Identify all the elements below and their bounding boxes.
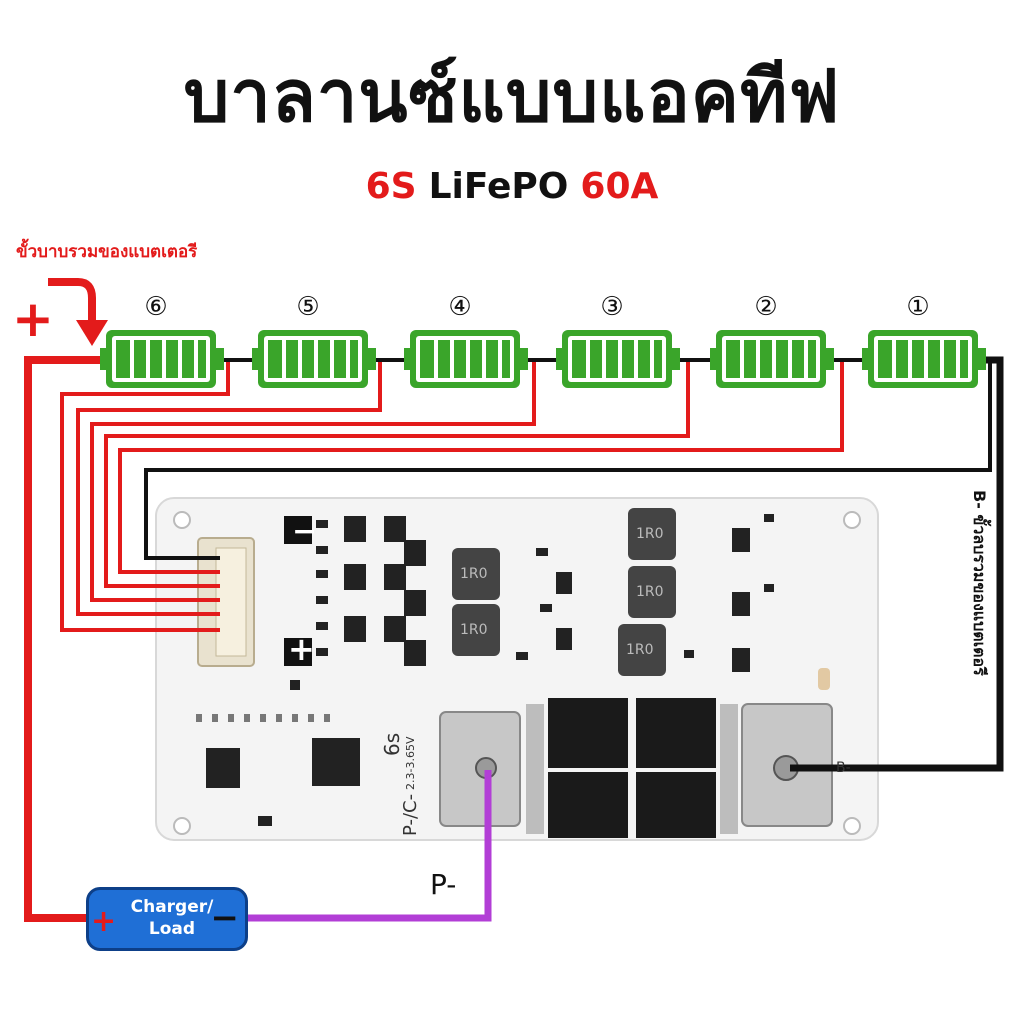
positive-arrow-head	[76, 320, 108, 346]
minus-marking-block	[284, 516, 312, 544]
pcb-voltage: 2.3-3.65V	[404, 736, 417, 790]
cell-number: ②	[754, 292, 778, 322]
load-label-line2: Load	[148, 919, 196, 939]
cell-number: ⑥	[144, 292, 168, 322]
cell-number: ⑤	[296, 292, 320, 322]
battery-cell-icon	[404, 330, 528, 388]
mount-hole	[843, 511, 861, 529]
inductor-code: 1R0	[636, 584, 664, 600]
smd-pads	[196, 714, 330, 722]
sense-wires	[60, 360, 844, 632]
cell-number: ③	[600, 292, 624, 322]
load-plus-sign: +	[91, 904, 117, 939]
load-label: Charger/ Load	[117, 896, 227, 940]
inductors	[452, 508, 676, 676]
mount-hole	[843, 817, 861, 835]
battery-negative-label: B- ขั้วลบรวมของแบตเตอรี	[970, 490, 989, 676]
cell-number: ④	[448, 292, 472, 322]
load-minus-sign: −	[210, 898, 240, 938]
main-positive-wire	[24, 356, 100, 922]
positive-arrow-shaft	[48, 278, 96, 326]
inductor-code: 1R0	[460, 622, 488, 638]
connector-housing	[215, 547, 247, 657]
main-negative-wire	[790, 356, 1004, 772]
battery-cell-icon	[100, 330, 224, 388]
battery-cell-icon	[862, 330, 986, 388]
plus-marking-block	[284, 638, 312, 666]
inductor-code: 1R0	[460, 566, 488, 582]
pcb-port-p: P-/C-	[400, 793, 421, 836]
load-label-line1: Charger/	[130, 897, 214, 917]
page-title: บาลานซ์แบบแอคทีฟ	[183, 54, 841, 138]
pcb-model: 6s	[380, 732, 404, 756]
pcb-plus-marking: +	[288, 630, 315, 668]
subtitle: 6S LiFePO 60A	[0, 166, 1024, 207]
mount-hole	[173, 817, 191, 835]
battery-cell-icon	[252, 330, 376, 388]
charger-load-box: + Charger/ Load −	[86, 887, 248, 951]
cell-number: ①	[906, 292, 930, 322]
inductor-code: 1R0	[636, 526, 664, 542]
subtitle-cells: 6S	[365, 166, 417, 207]
mosfet-array	[526, 698, 738, 838]
pcb-minus-marking: −	[292, 514, 318, 549]
pcb-port-b: B-	[836, 760, 851, 776]
subtitle-chemistry: LiFePO	[428, 166, 569, 207]
mount-hole	[173, 511, 191, 529]
smd-components	[206, 514, 774, 826]
battery-cell-icon	[710, 330, 834, 388]
led	[818, 668, 830, 690]
battery-cell-icon	[556, 330, 680, 388]
positive-sign: +	[12, 290, 54, 348]
battery-positive-label: ขั้วบาบรวมของแบตเตอรี	[16, 242, 198, 262]
p-minus-label: P-	[430, 868, 457, 901]
inductor-code: 1R0	[626, 642, 654, 658]
subtitle-current: 60A	[580, 166, 659, 207]
sense-wire-negative	[144, 362, 992, 560]
p-minus-wire	[248, 770, 492, 922]
